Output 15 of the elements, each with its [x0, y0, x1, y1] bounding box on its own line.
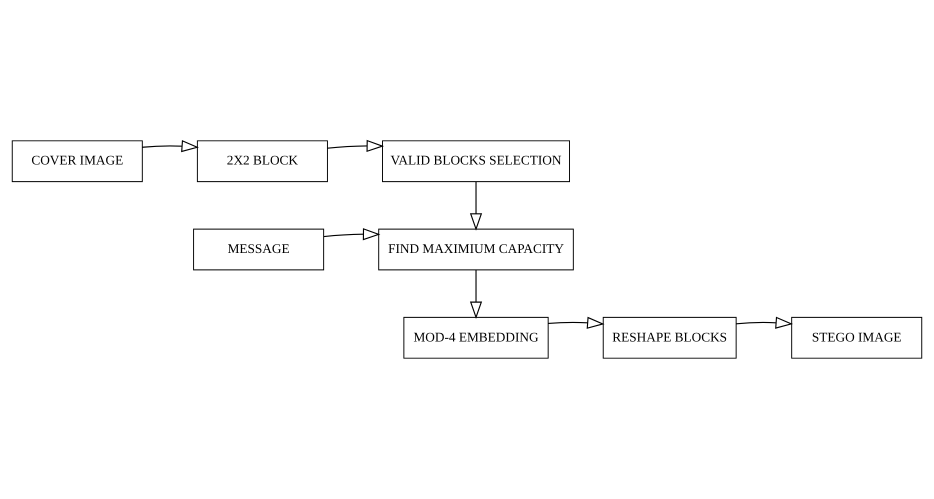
arrow [470, 182, 482, 231]
node-box: 2X2 BLOCK [196, 140, 328, 182]
node-box: FIND MAXIMIUM CAPACITY [378, 228, 574, 270]
node-box: RESHAPE BLOCKS [602, 316, 737, 359]
node-box: MOD-4 EMBEDDING [403, 316, 549, 359]
node-box: MESSAGE [193, 228, 324, 270]
node-box: COVER IMAGE [12, 140, 143, 182]
node-box: VALID BLOCKS SELECTION [382, 140, 570, 182]
node-box: STEGO IMAGE [791, 316, 922, 359]
arrow [327, 140, 384, 152]
arrow [548, 316, 605, 329]
arrow [470, 270, 482, 320]
arrow [736, 316, 793, 329]
arrow [324, 228, 380, 240]
arrow [142, 140, 199, 152]
